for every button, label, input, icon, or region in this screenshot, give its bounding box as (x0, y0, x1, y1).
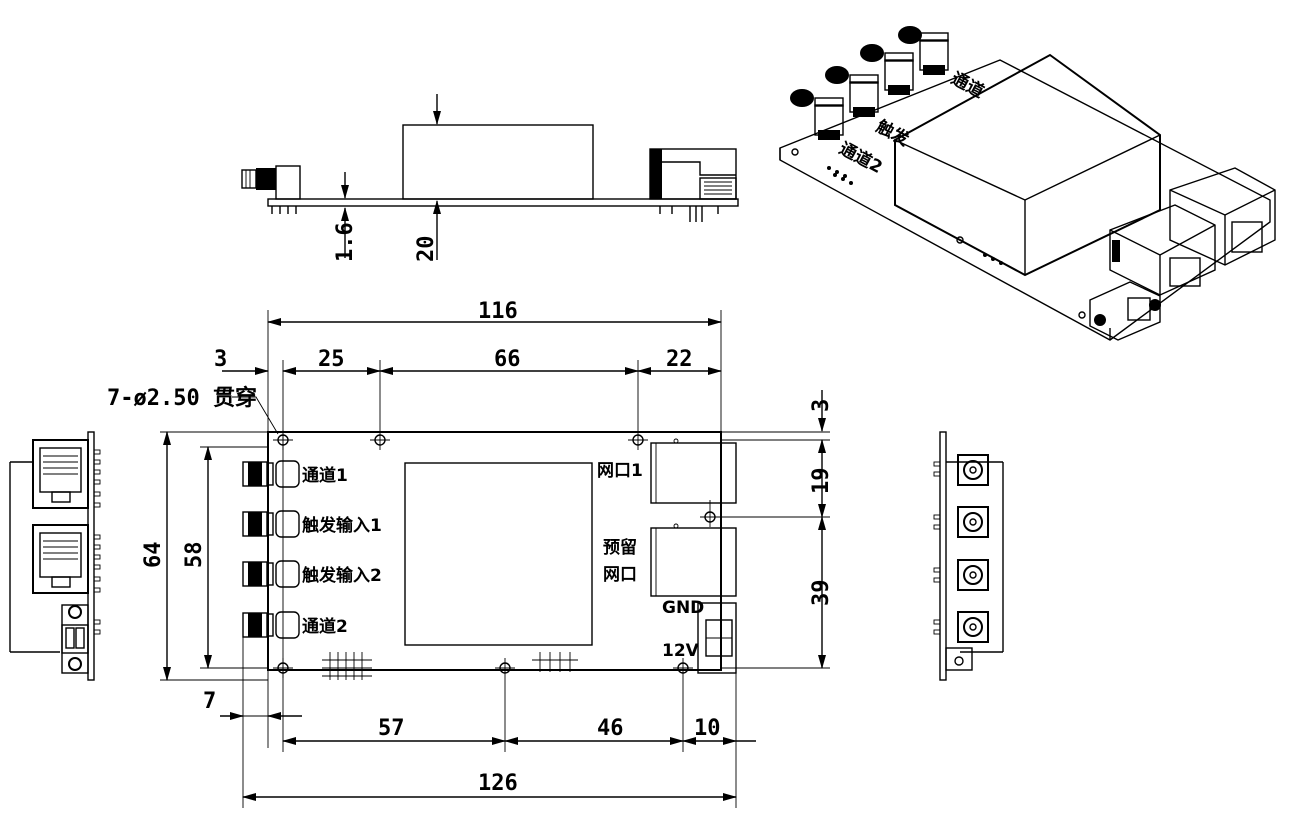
mounting-holes (273, 360, 720, 752)
left-terminal (61, 604, 89, 674)
iso-dots (791, 148, 1086, 319)
right-sma-face-2 (957, 506, 989, 538)
right-tab (945, 647, 973, 671)
top-view: 通道1 触发输入1 触发输入2 通道2 网口1 预留 网口 GND 12V (107, 299, 834, 808)
sma-connector-3 (242, 560, 300, 588)
dim-right-lower: 39 (809, 580, 834, 607)
dim-left-margin: 3 (214, 347, 227, 372)
dim-bottom-3: 10 (694, 716, 721, 741)
right-end-view (933, 431, 1004, 681)
iso-label-channel2: 通道2 (836, 138, 886, 178)
reserved-port-label-2: 网口 (603, 565, 637, 585)
sma-connector-1 (242, 460, 300, 488)
dim-bottom-2: 46 (597, 716, 624, 741)
side-rj45 (649, 148, 737, 222)
power-terminal (697, 602, 737, 674)
dim-hole-spacing-1: 25 (318, 347, 345, 372)
iso-sma-2 (825, 66, 879, 117)
dim-hole-spacing-3: 22 (666, 347, 693, 372)
dim-height-total: 64 (141, 542, 166, 569)
side-pcb (267, 198, 739, 207)
iso-sma-4 (898, 26, 949, 75)
dim-height-inner: 58 (182, 542, 207, 569)
left-pins (93, 449, 101, 635)
connector-label-3: 触发输入2 (301, 565, 382, 586)
left-end-view (9, 431, 101, 681)
isometric-view: 通道2 触发 通道 (779, 26, 1276, 341)
dim-top-margin: 3 (809, 399, 834, 412)
iso-sma-1 (790, 89, 844, 140)
side-module-block (402, 124, 594, 200)
connector-label-1: 通道1 (302, 465, 348, 486)
gnd-label: GND (662, 598, 704, 618)
side-view: 1.6 20 (241, 94, 739, 263)
left-rj45-1 (32, 439, 89, 509)
port1-label: 网口1 (597, 461, 643, 481)
connector-label-4: 通道2 (302, 616, 348, 637)
right-sma-face-3 (957, 559, 989, 591)
connector-label-2: 触发输入1 (301, 515, 382, 536)
sma-connector-2 (242, 510, 300, 538)
sma-connector-4 (242, 611, 300, 639)
pin-header-right (532, 652, 578, 672)
side-sma-connector (241, 165, 301, 214)
dim-bottom-1: 57 (378, 716, 405, 741)
dim-overall-width: 116 (478, 299, 518, 324)
hole-callout: 7-ø2.50 贯穿 (107, 385, 257, 411)
pin-header-left (322, 652, 372, 680)
dim-pcb-thickness: 1.6 (333, 222, 358, 262)
dim-overall-width-connectors: 126 (478, 771, 518, 796)
power-label: 12V (662, 641, 700, 661)
iso-sma-3 (860, 44, 914, 95)
left-rj45-2 (32, 524, 89, 594)
dim-hole-spacing-2: 66 (494, 347, 521, 372)
right-sma-face-4 (957, 611, 989, 643)
dim-component-height: 20 (414, 236, 439, 263)
top-rj45-port1 (650, 438, 737, 504)
iso-module-box (894, 53, 1161, 277)
iso-terminal (1089, 281, 1161, 341)
top-module-block (404, 462, 593, 646)
iso-rj45-2 (1169, 167, 1276, 266)
top-rj45-reserved (650, 523, 737, 597)
reserved-port-label-1: 预留 (603, 537, 637, 558)
right-sma-face-1 (957, 454, 989, 486)
right-pins (933, 461, 941, 635)
hole-callout-leader (232, 396, 279, 435)
dim-connector-offset: 7 (203, 689, 216, 714)
iso-rj45-1 (1109, 204, 1216, 296)
dim-port-pitch: 19 (809, 468, 834, 495)
